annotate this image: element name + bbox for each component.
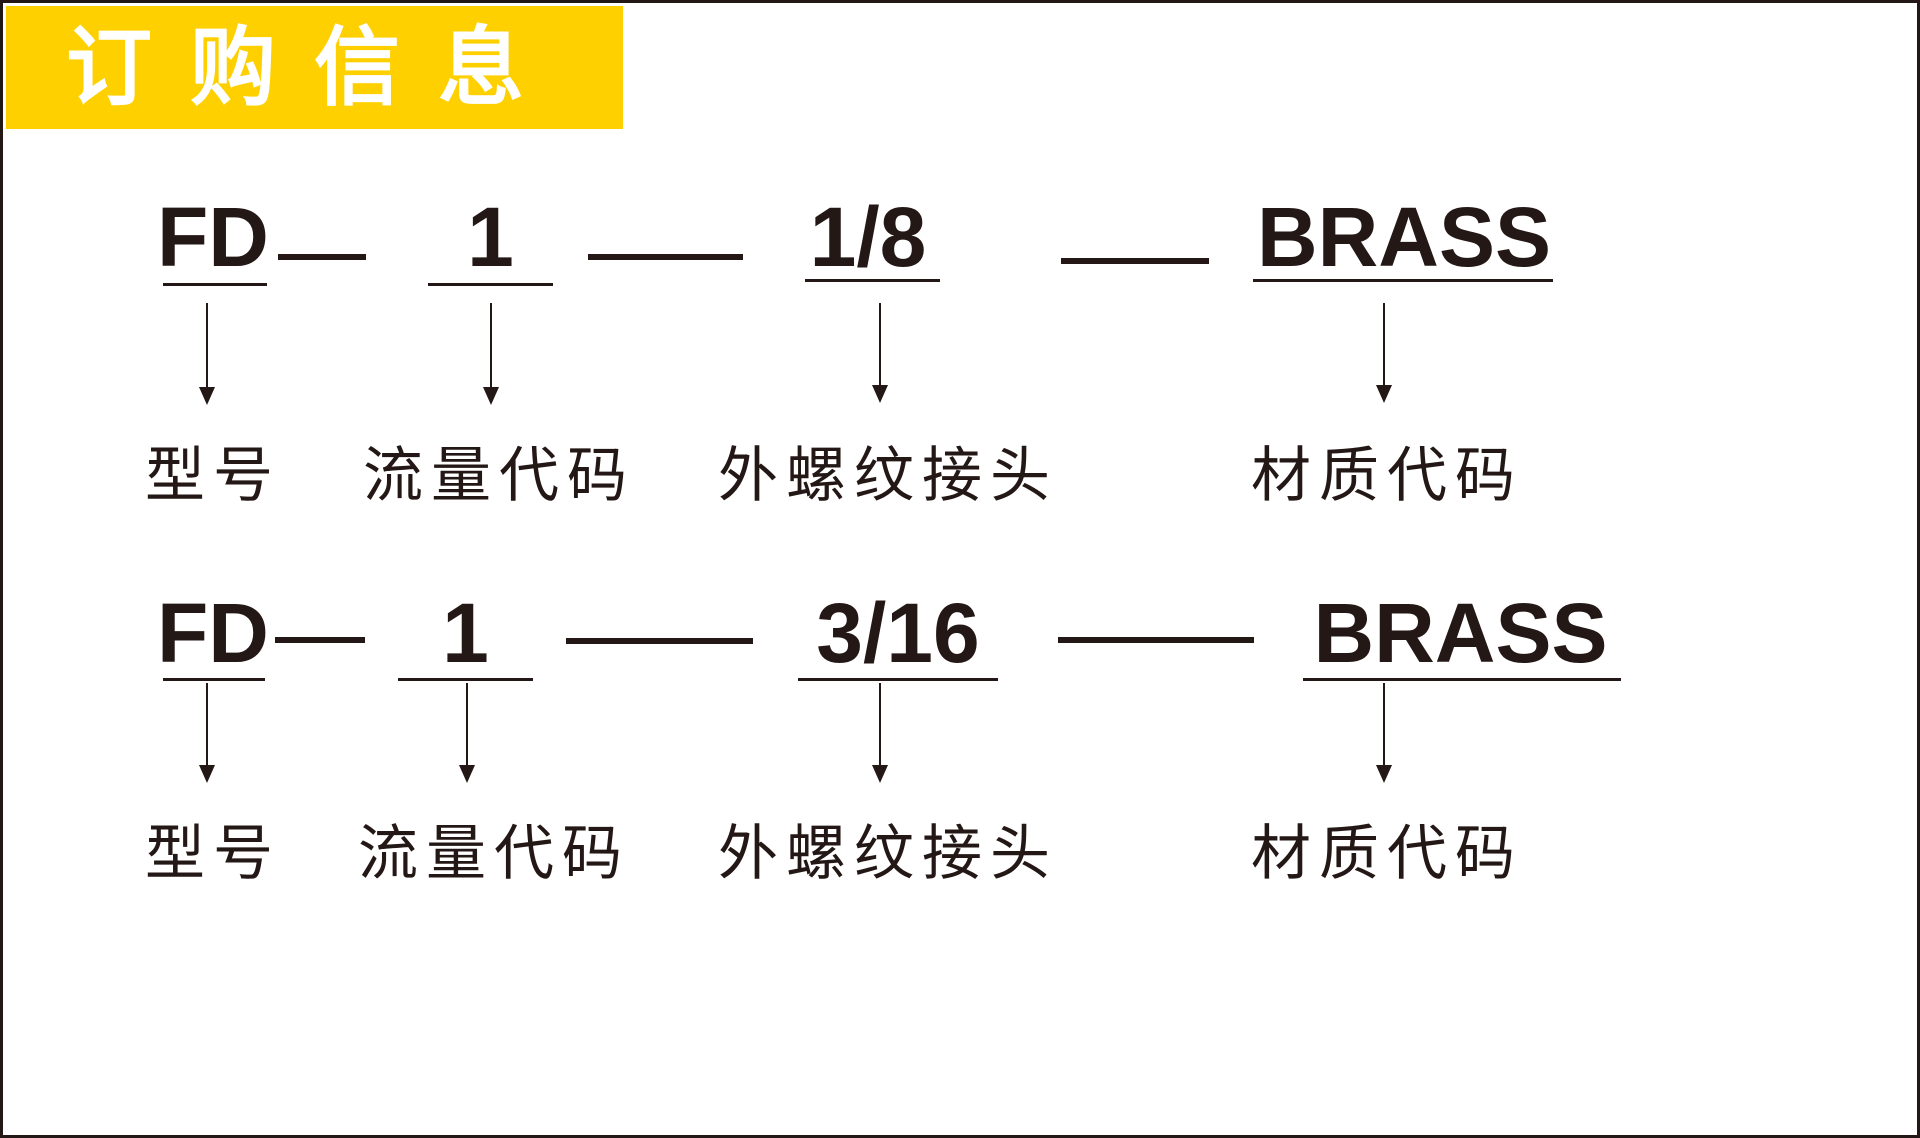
material-underline	[1253, 279, 1553, 282]
thread-connector-label: 外螺纹接头	[718, 819, 1058, 889]
arrow-down-icon	[483, 387, 499, 405]
arrow-line	[879, 683, 881, 765]
material-code: BRASS	[1256, 190, 1552, 284]
flow-code: 1	[467, 190, 514, 284]
thread-code: 3/16	[816, 586, 980, 680]
flow-code: 1	[442, 586, 489, 680]
arrow-line	[206, 303, 208, 387]
model-label: 型号	[145, 819, 281, 889]
flow-underline	[398, 678, 533, 681]
material-underline	[1303, 678, 1621, 681]
thread-underline	[798, 678, 998, 681]
arrow-down-icon	[459, 765, 475, 783]
model-underline	[163, 678, 265, 681]
arrow-line	[1383, 683, 1385, 765]
separator-dash	[588, 254, 743, 260]
model-code: FD	[157, 586, 269, 680]
model-code: FD	[157, 190, 269, 284]
arrow-line	[466, 683, 468, 765]
flow-code-label: 流量代码	[358, 819, 630, 889]
thread-code: 1/8	[809, 190, 927, 284]
arrow-down-icon	[1376, 765, 1392, 783]
model-label: 型号	[145, 441, 281, 511]
title-banner: 订购信息	[6, 6, 623, 129]
arrow-down-icon	[199, 765, 215, 783]
arrow-down-icon	[1376, 385, 1392, 403]
separator-dash	[1061, 258, 1209, 264]
arrow-line	[1383, 303, 1385, 385]
thread-underline	[805, 279, 940, 282]
material-code-label: 材质代码	[1251, 819, 1523, 889]
arrow-down-icon	[199, 387, 215, 405]
material-code: BRASS	[1313, 586, 1608, 680]
flow-code-label: 流量代码	[363, 441, 635, 511]
arrow-line	[490, 303, 492, 387]
separator-dash	[1058, 637, 1254, 643]
thread-connector-label: 外螺纹接头	[718, 441, 1058, 511]
arrow-down-icon	[872, 385, 888, 403]
flow-underline	[428, 283, 553, 286]
separator-dash	[275, 637, 365, 643]
material-code-label: 材质代码	[1251, 441, 1523, 511]
model-underline	[163, 283, 267, 286]
arrow-down-icon	[872, 765, 888, 783]
separator-dash	[278, 254, 366, 260]
arrow-line	[206, 683, 208, 765]
separator-dash	[566, 638, 753, 644]
arrow-line	[879, 303, 881, 385]
page-title: 订购信息	[66, 18, 562, 118]
